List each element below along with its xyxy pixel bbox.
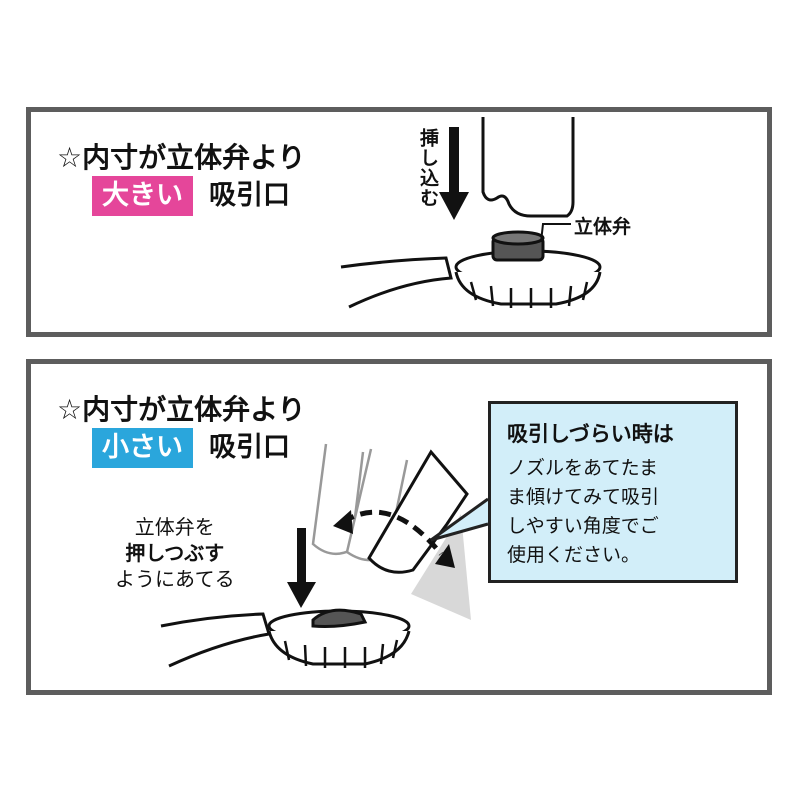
hose-icon	[340, 256, 453, 309]
tip-line-4: 使用ください。	[507, 544, 641, 566]
insert-arrow-icon	[439, 127, 469, 220]
tube-icon	[481, 117, 575, 218]
press-arrow-icon	[287, 528, 316, 608]
panel-large-suction-port: ☆内寸が立体弁より 大きい 吸引口 挿し込む 立体弁	[26, 107, 772, 337]
small-badge: 小さい	[92, 428, 193, 468]
large-suffix: 吸引口	[209, 180, 290, 211]
panel-large-heading: ☆内寸が立体弁より	[57, 141, 306, 174]
callout-tail	[430, 497, 489, 542]
insert-illustration	[340, 117, 602, 309]
press-note-line-2: 押しつぶす	[125, 541, 225, 565]
tip-body: ノズルをあてたま ま傾けてみて吸引 しやすい角度でご 使用ください。	[507, 454, 719, 570]
shadow-area	[411, 514, 471, 620]
suction-port-icon	[267, 608, 411, 668]
tip-line-1: ノズルをあてたま	[507, 457, 659, 479]
suction-port-icon	[454, 230, 602, 308]
panel-small-heading: ☆内寸が立体弁より	[57, 393, 306, 426]
panel-small-suction-port: ☆内寸が立体弁より 小さい 吸引口	[26, 359, 772, 695]
tip-line-3: しやすい角度でご	[507, 515, 659, 537]
small-suffix: 吸引口	[209, 432, 290, 463]
valve-leader-line	[540, 223, 571, 243]
press-note: 立体弁を 押しつぶす ようにあてる	[115, 514, 235, 592]
tilt-illustration	[160, 443, 489, 668]
insert-label: 挿し込む	[417, 128, 439, 208]
tip-title: 吸引しづらい時は	[507, 422, 674, 446]
press-note-line-3: ようにあてる	[115, 567, 235, 591]
press-note-line-1: 立体弁を	[134, 515, 215, 539]
tip-line-2: ま傾けてみて吸引	[507, 486, 660, 508]
tilt-arrow-icon	[333, 509, 455, 568]
large-badge: 大きい	[92, 176, 193, 216]
tip-callout: 吸引しづらい時は ノズルをあてたま ま傾けてみて吸引 しやすい角度でご 使用くだ…	[488, 401, 738, 583]
valve-label: 立体弁	[574, 216, 632, 238]
hose-icon	[160, 612, 271, 668]
